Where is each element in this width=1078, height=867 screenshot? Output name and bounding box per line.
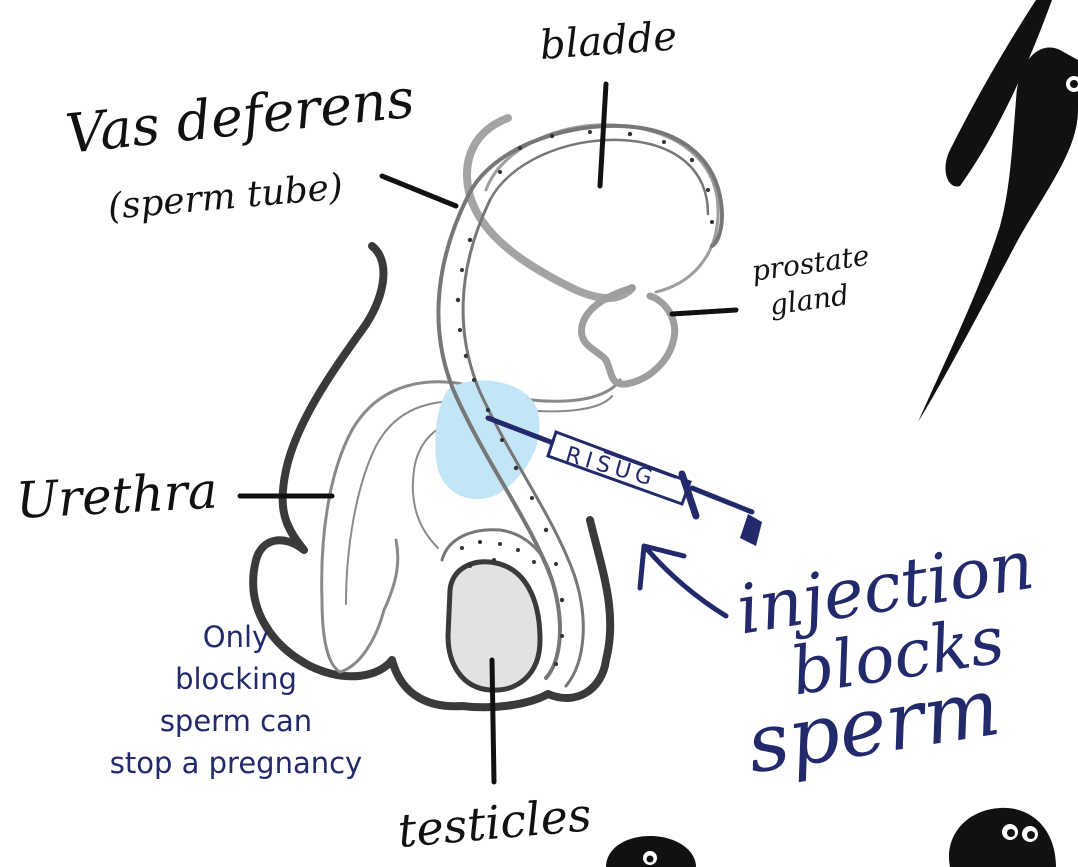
info-note-line: Only xyxy=(96,616,376,658)
info-note-line: blocking xyxy=(96,658,376,700)
sperm-icon xyxy=(606,836,696,867)
bladder-shape xyxy=(467,118,632,298)
injection-site-highlight xyxy=(435,380,539,499)
sperm-icon xyxy=(949,808,1056,867)
urethra-label: Urethra xyxy=(15,465,219,525)
vas-deferens-top xyxy=(468,126,722,246)
sperm-icon xyxy=(918,0,1078,422)
prostate-shape xyxy=(581,288,674,384)
info-note-line: sperm can xyxy=(96,700,376,742)
bladder-label: bladde xyxy=(539,16,679,65)
info-note-line: stop a pregnancy xyxy=(96,742,376,784)
info-note: Only blocking sperm can stop a pregnancy xyxy=(96,616,376,784)
arrow-icon xyxy=(640,546,726,616)
